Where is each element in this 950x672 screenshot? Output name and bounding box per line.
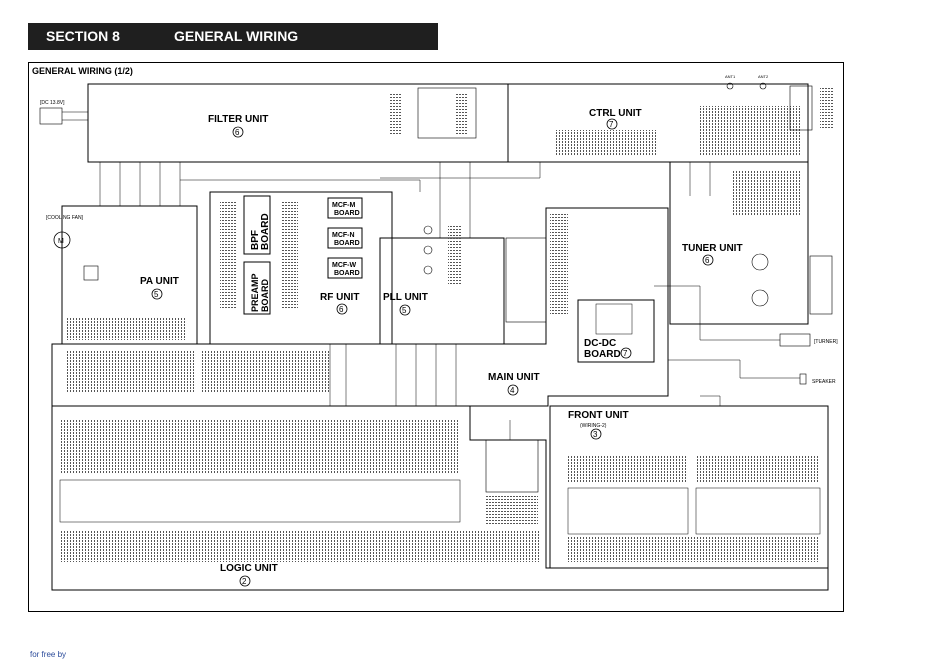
svg-text:MCF-W: MCF-W xyxy=(332,262,356,269)
svg-text:PREAMP: PREAMP xyxy=(250,273,260,312)
pll-unit-number: 5 xyxy=(402,306,407,315)
dc-dc-label-2: BOARD xyxy=(584,349,621,360)
front-unit-label: FRONT UNIT xyxy=(568,410,629,421)
svg-text:BPF: BPF xyxy=(250,230,261,250)
mcf-m-board: MCF-M BOARD xyxy=(327,197,363,219)
front-unit-number: 3 xyxy=(593,430,598,439)
ctrl-unit: CTRL UNIT 7 xyxy=(507,83,809,163)
dc-dc-number: 7 xyxy=(623,349,628,358)
svg-text:BOARD: BOARD xyxy=(260,279,270,312)
interconnect-wires xyxy=(99,162,800,440)
turner-label: [TURNER] xyxy=(814,339,838,345)
pa-unit-number: 5 xyxy=(154,290,159,299)
main-unit-number: 4 xyxy=(510,386,515,395)
turner-speaker: [TURNER] SPEAKER xyxy=(779,333,838,385)
svg-text:BOARD: BOARD xyxy=(260,213,271,250)
ctrl-unit-label: CTRL UNIT xyxy=(589,108,642,119)
cooling-fan-label: [COOLING FAN] xyxy=(46,215,84,221)
svg-text:M: M xyxy=(58,238,64,245)
ctrl-unit-number: 7 xyxy=(609,120,614,129)
svg-text:MCF-M: MCF-M xyxy=(332,202,355,209)
logic-unit-number: 2 xyxy=(242,577,247,586)
main-unit: MAIN UNIT 4 xyxy=(51,207,669,407)
rf-unit-number: 6 xyxy=(339,305,344,314)
svg-text:MCF-N: MCF-N xyxy=(332,232,355,239)
ant1-label: ANT1 xyxy=(725,74,736,79)
dc-label: [DC 13.8V] xyxy=(40,100,65,106)
cooling-fan: [COOLING FAN] M xyxy=(46,215,99,281)
filter-unit-label: FILTER UNIT xyxy=(208,114,268,125)
pll-unit-label: PLL UNIT xyxy=(383,292,428,303)
preamp-board: PREAMP BOARD xyxy=(243,261,271,315)
rf-unit: RF UNIT 6 MCF-M BOARD MCF-N BOARD MCF-W … xyxy=(209,191,393,345)
mcf-n-board: MCF-N BOARD xyxy=(327,227,363,249)
pll-unit: PLL UNIT 5 xyxy=(379,225,547,345)
pa-unit: PA UNIT 5 xyxy=(61,205,198,345)
svg-text:BOARD: BOARD xyxy=(334,210,360,217)
section-header: SECTION 8 GENERAL WIRING xyxy=(28,23,438,50)
logic-unit: LOGIC UNIT 2 xyxy=(51,405,829,591)
svg-text:BOARD: BOARD xyxy=(334,240,360,247)
ant2-label: ANT2 xyxy=(758,74,769,79)
mcf-w-board: MCF-W BOARD xyxy=(327,257,363,279)
dc-dc-label-1: DC-DC xyxy=(584,338,616,349)
front-unit-sub: (WIRING-2) xyxy=(580,423,607,429)
diagram-title: GENERAL WIRING (1/2) xyxy=(32,66,133,76)
logic-unit-label: LOGIC UNIT xyxy=(220,563,278,574)
antenna-connectors: ANT1 ANT2 xyxy=(725,74,834,131)
diagram-frame xyxy=(28,62,844,612)
section-number: SECTION 8 xyxy=(46,28,120,44)
tuner-unit: TUNER UNIT 6 xyxy=(669,161,833,325)
footer-note: for free by xyxy=(30,650,67,659)
main-unit-label: MAIN UNIT xyxy=(488,372,540,383)
section-title: GENERAL WIRING xyxy=(174,28,299,44)
dc-input: [DC 13.8V] xyxy=(39,100,88,125)
tuner-unit-number: 6 xyxy=(705,256,710,265)
front-unit: FRONT UNIT (WIRING-2) 3 xyxy=(549,405,829,569)
bpf-board: BPF BOARD xyxy=(243,195,271,255)
tuner-unit-label: TUNER UNIT xyxy=(682,243,743,254)
svg-text:BOARD: BOARD xyxy=(334,270,360,277)
rf-unit-label: RF UNIT xyxy=(320,292,359,303)
dc-dc-board: DC-DC BOARD 7 xyxy=(577,299,655,363)
speaker-label: SPEAKER xyxy=(812,379,836,385)
pa-unit-label: PA UNIT xyxy=(140,276,179,287)
filter-unit: FILTER UNIT 6 xyxy=(87,83,509,163)
filter-unit-number: 6 xyxy=(235,128,240,137)
